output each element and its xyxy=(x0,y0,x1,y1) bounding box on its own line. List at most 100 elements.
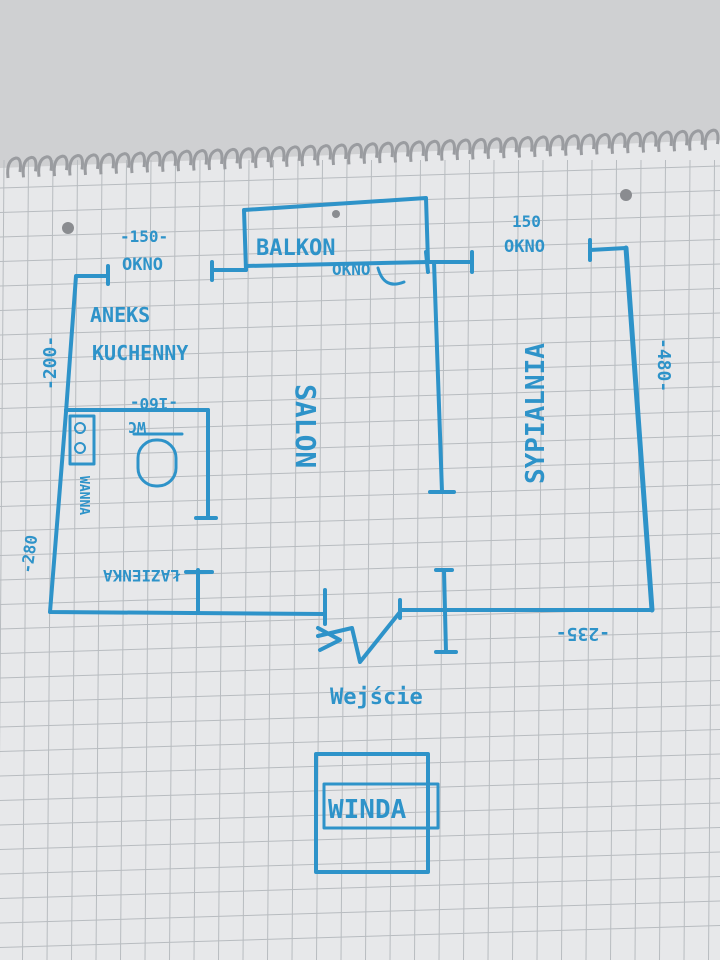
grid-line-vertical xyxy=(585,159,593,960)
spiral-ring xyxy=(595,132,611,155)
grid-line-horizontal xyxy=(0,729,720,752)
grid-line-horizontal xyxy=(0,802,720,826)
grid-line-vertical xyxy=(267,159,274,960)
spiral-ring xyxy=(564,134,580,156)
spiral-ring xyxy=(455,138,472,161)
grid-line-horizontal xyxy=(0,680,720,703)
label-wejscie: Wejście xyxy=(330,685,423,710)
label-okno-right: OKNO xyxy=(504,237,545,257)
label-okno-left-dim: -150- xyxy=(120,227,168,246)
toilet-icon xyxy=(136,438,178,488)
label-lazienka: ŁAZIENKA xyxy=(103,566,181,585)
spiral-ring xyxy=(362,142,379,164)
grid-line-vertical xyxy=(536,159,544,960)
elevator-outline xyxy=(314,752,430,874)
grid-line-vertical xyxy=(144,159,152,960)
label-aneks: ANEKS xyxy=(90,303,150,327)
spiral-ring xyxy=(533,135,549,158)
label-dim-480: -480- xyxy=(653,338,674,392)
spiral-ring xyxy=(517,136,534,158)
elevator-label-box xyxy=(322,782,440,830)
spiral-ring xyxy=(486,137,503,159)
grid-line-horizontal xyxy=(0,239,720,262)
window-tick xyxy=(424,250,430,274)
grid-line-horizontal xyxy=(0,827,720,850)
label-dim-160: -160- xyxy=(130,394,178,413)
spiral-ring xyxy=(207,148,224,171)
grid-line-horizontal xyxy=(0,655,720,679)
spiral-ring xyxy=(161,150,177,172)
label-balkon: BALKON xyxy=(256,236,335,261)
grid-line-horizontal xyxy=(0,214,720,238)
grid-line-vertical xyxy=(634,159,642,960)
label-salon: SALON xyxy=(289,384,322,468)
bathtub-icon xyxy=(68,414,96,466)
grid-line-horizontal xyxy=(0,459,720,483)
grid-line-vertical xyxy=(22,159,29,960)
spiral-ring xyxy=(688,129,704,151)
grid-line-vertical xyxy=(169,159,176,960)
wall-top-balcony xyxy=(244,260,430,268)
grid-line-vertical xyxy=(438,159,446,960)
label-sypialnia: SYPIALNIA xyxy=(521,343,551,484)
spiral-ring xyxy=(223,147,239,170)
spiral-ring xyxy=(130,151,146,174)
punch-hole xyxy=(332,210,340,218)
grid-line-horizontal xyxy=(0,582,720,605)
spiral-ring xyxy=(393,140,410,163)
grid-line-horizontal xyxy=(0,778,720,801)
sink-icon xyxy=(74,442,86,454)
spiral-ring xyxy=(626,131,642,154)
label-kuchenny: KUCHENNY xyxy=(92,341,188,365)
grid-line-horizontal xyxy=(0,508,720,532)
label-dim-200: -200- xyxy=(40,336,61,390)
label-okno-right-dim: 150 xyxy=(512,212,541,231)
grid-line-vertical xyxy=(0,159,5,761)
grid-line-vertical xyxy=(463,159,470,960)
grid-line-horizontal xyxy=(0,900,720,924)
walls xyxy=(48,196,655,874)
sink-icon xyxy=(74,422,86,434)
grid-line-horizontal xyxy=(0,410,720,434)
spiral-ring xyxy=(37,155,53,177)
notebook-page xyxy=(0,128,720,960)
grid-line-horizontal xyxy=(0,851,720,875)
spiral-ring xyxy=(548,134,565,157)
spiral-ring xyxy=(99,152,115,175)
grid-line-vertical xyxy=(120,159,127,960)
grid-line-vertical xyxy=(193,159,201,960)
balcony-door-arc xyxy=(376,266,406,286)
label-okno-left: OKNO xyxy=(122,255,163,275)
outer-wall-right xyxy=(623,245,655,613)
label-wc: WC xyxy=(128,418,146,436)
spiral-ring xyxy=(409,140,425,163)
spiral-ring xyxy=(285,145,301,168)
spiral-ring xyxy=(68,154,84,176)
spiral-ring xyxy=(440,139,456,161)
spiral-ring xyxy=(114,152,131,174)
spiral-ring xyxy=(83,153,100,176)
grid-line-horizontal xyxy=(0,484,720,507)
grid-line-vertical xyxy=(708,159,715,960)
label-wanna: WANNA xyxy=(76,476,91,515)
punch-hole xyxy=(62,222,74,234)
spiral-ring xyxy=(192,149,208,171)
spiral-ring xyxy=(269,145,286,168)
spiral-ring xyxy=(52,154,69,177)
wall-top-right2 xyxy=(588,246,628,252)
grid-line-horizontal xyxy=(0,925,720,948)
spiral-ring xyxy=(316,144,332,166)
labels: BALKON OKNO -150- OKNO 150 OKNO ANEKS KU… xyxy=(17,212,674,825)
entrance-arrow xyxy=(316,626,342,652)
grid-line-horizontal xyxy=(0,263,720,287)
spiral-ring xyxy=(176,149,193,172)
grid-line-vertical xyxy=(95,159,103,960)
spiral-ring xyxy=(21,155,38,178)
graph-paper-grid xyxy=(0,159,720,960)
grid-line-horizontal xyxy=(0,533,720,556)
grid-line-vertical xyxy=(291,159,299,960)
grid-line-horizontal xyxy=(0,435,720,458)
partition-lower xyxy=(442,568,448,654)
grid-line-horizontal xyxy=(0,557,720,581)
